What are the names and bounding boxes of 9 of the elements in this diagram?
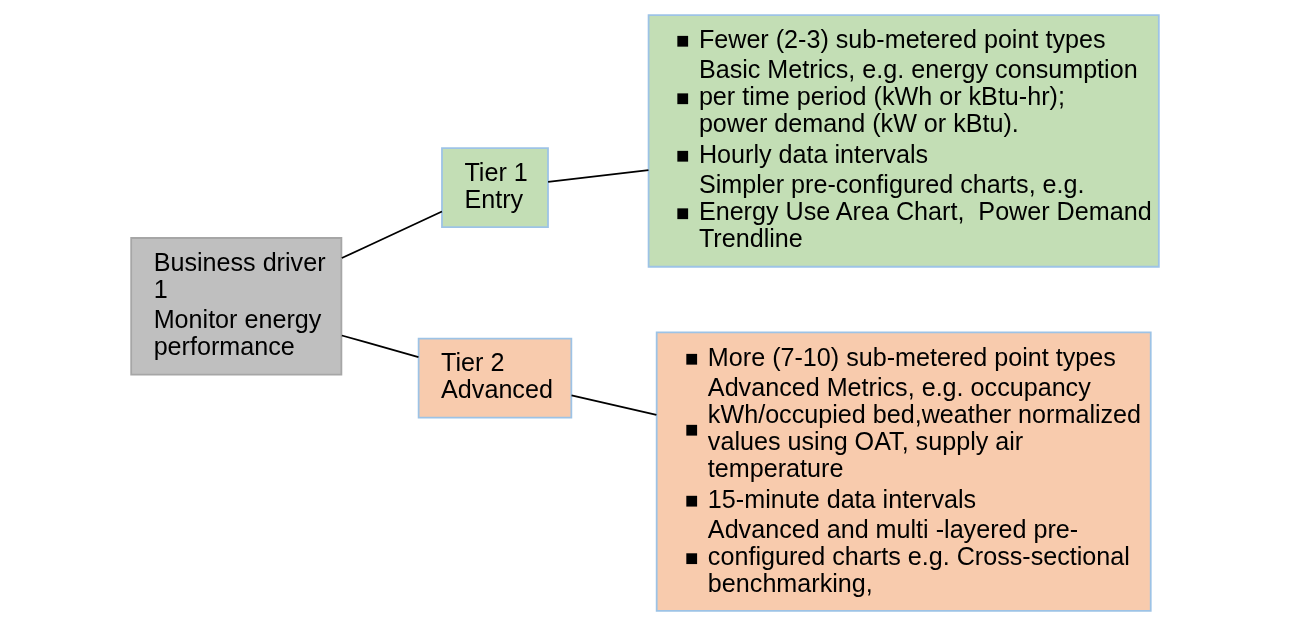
node-box: Business driver 1 Monitor energy performance xyxy=(129,237,342,376)
node-box: Tier 1 Entry xyxy=(440,147,549,229)
node-box: More (7-10) sub-metered point types Advanced Metrics, e.g. occupancy kWh/occupied bed,weather normalized values using OAT, supply air temperature 15-minute data intervals Advanced and multi -layered pre-configured charts e.g. Cross-sectional benchmarking, xyxy=(655,331,1152,612)
connector xyxy=(570,394,657,416)
node-box: Tier 2 Advanced xyxy=(417,337,572,419)
connector xyxy=(546,169,649,183)
connector xyxy=(340,210,443,259)
node-box: Fewer (2-3) sub-metered point types Basic Metrics, e.g. energy consumption per time period (kWh or kBtu-hr); power demand (kW or kBtu). Hourly data intervals Simpler pre-configured charts, e.g. Energy Use Area Chart, Power Demand Trendline xyxy=(647,14,1160,268)
connector xyxy=(340,334,419,358)
